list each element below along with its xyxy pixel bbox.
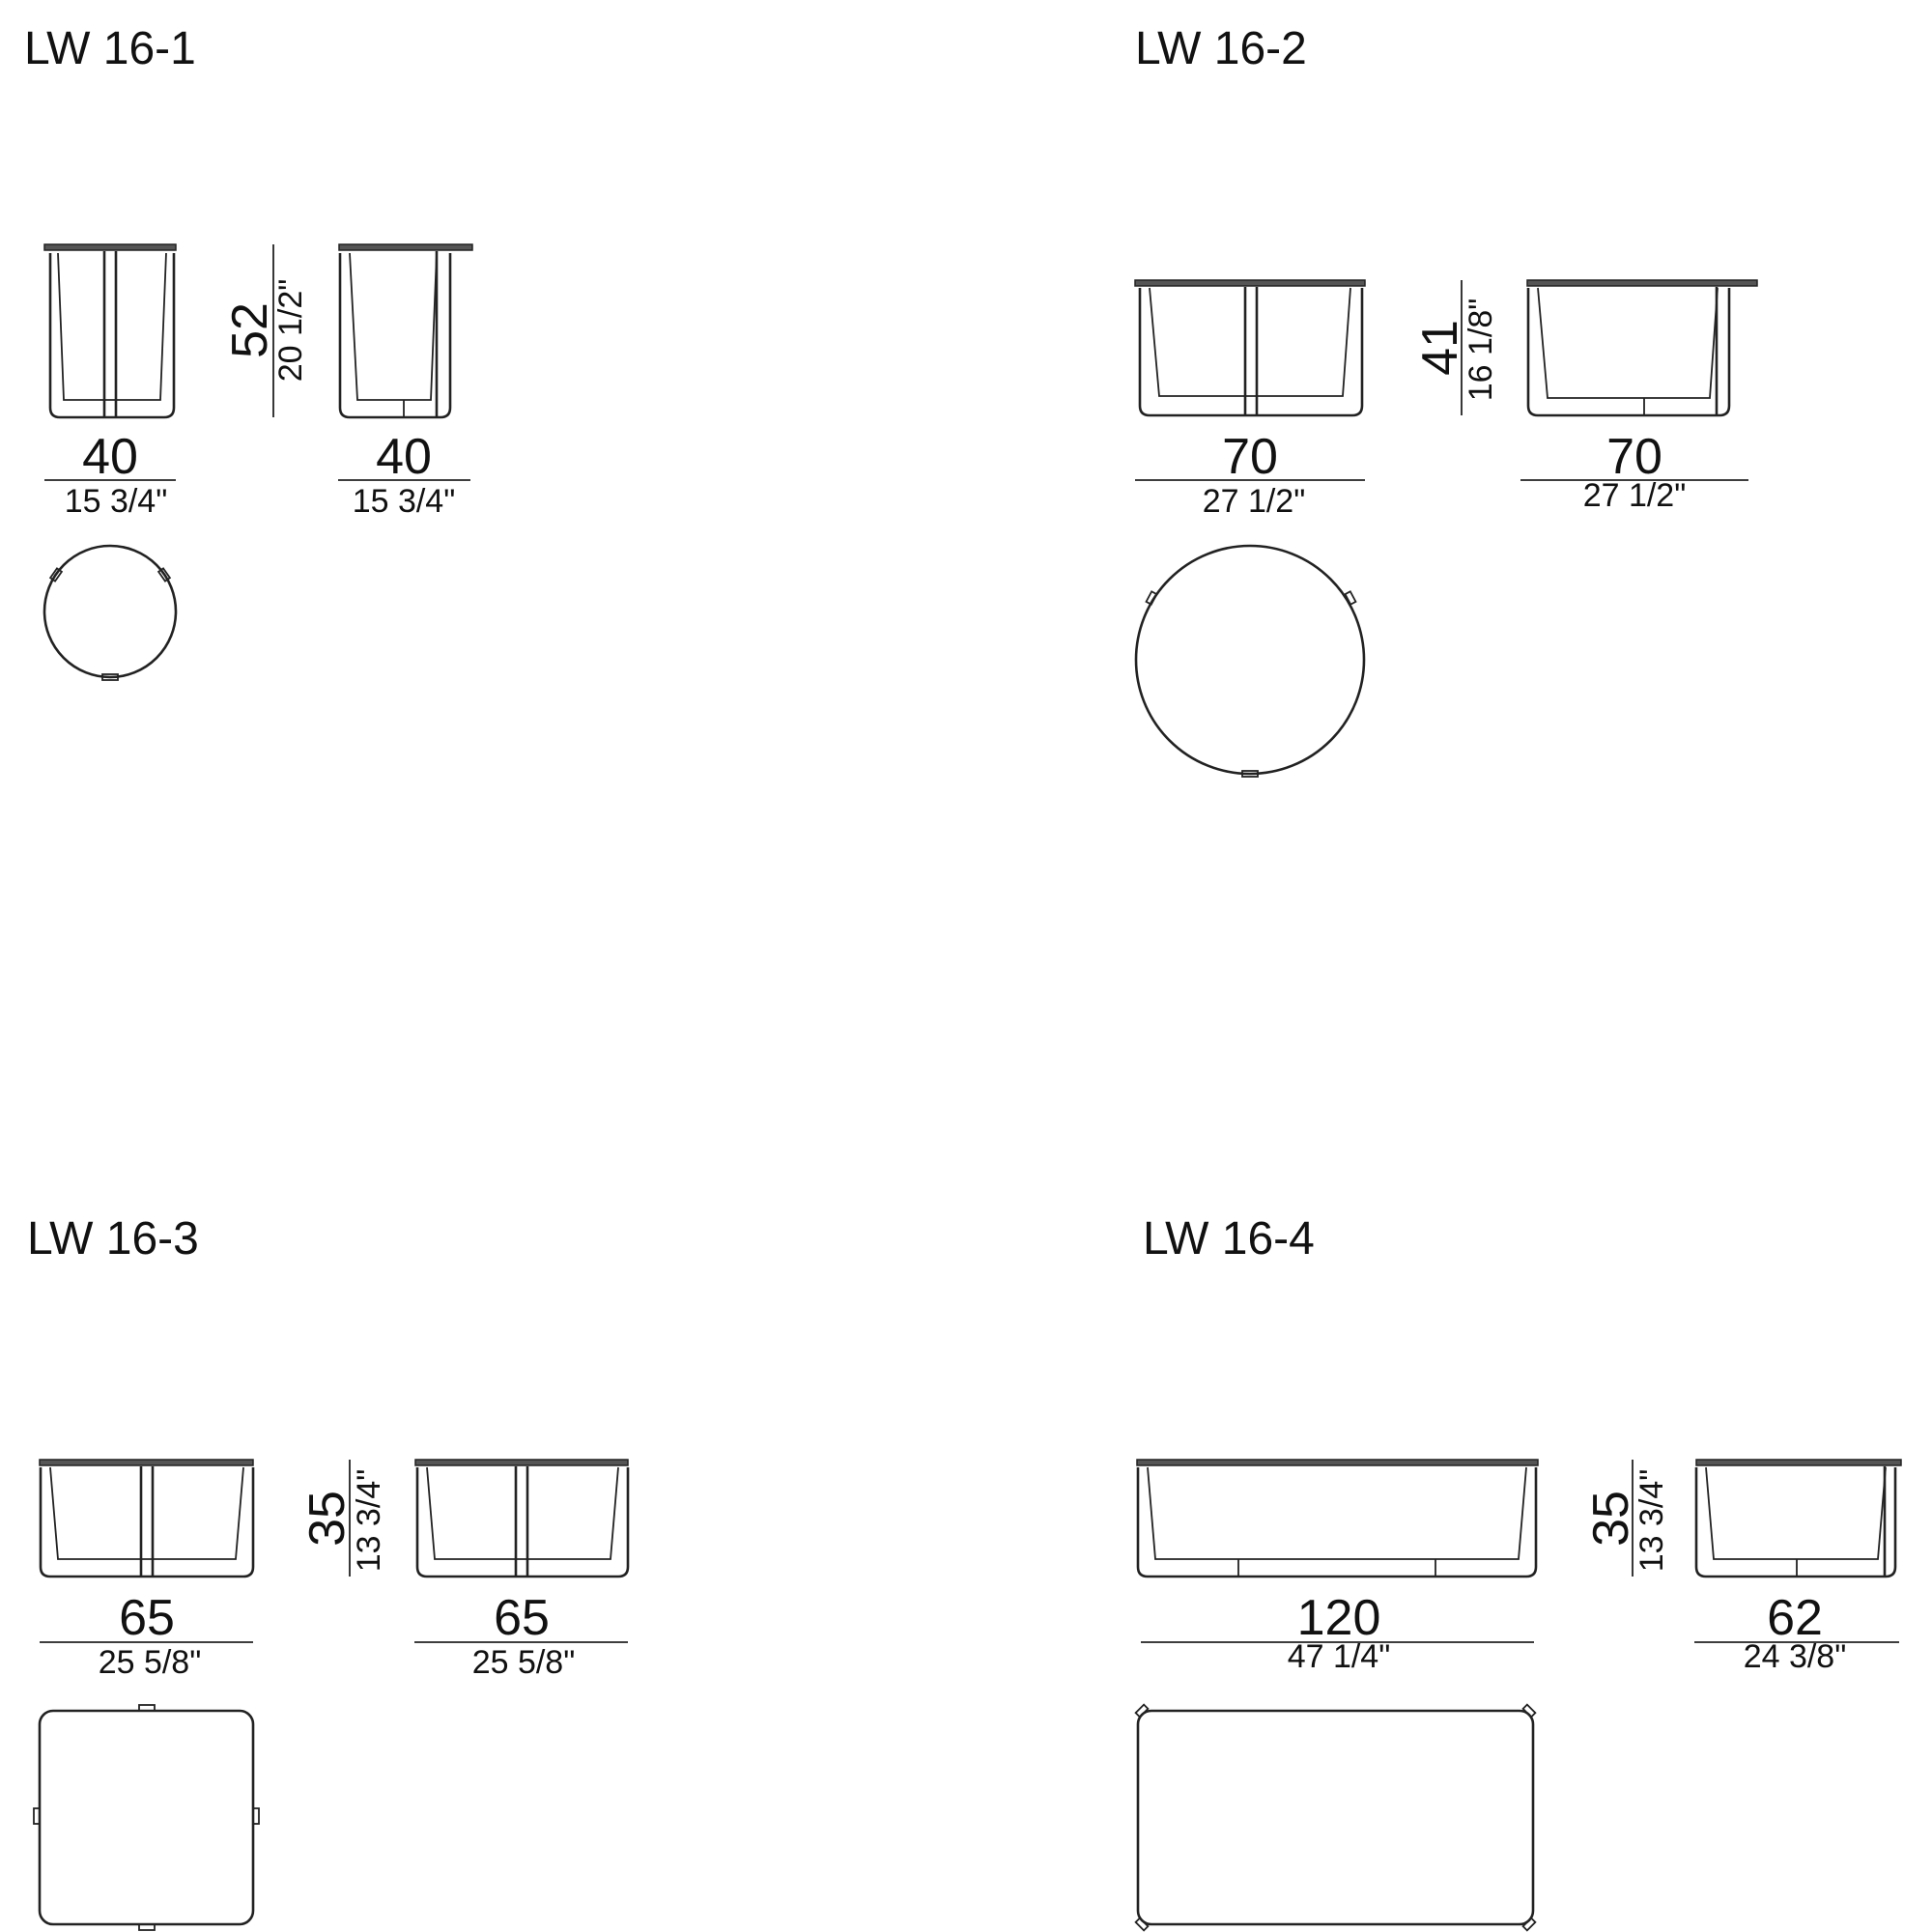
- width-cm: 40: [82, 429, 138, 485]
- frame-outline: [48, 253, 176, 419]
- height-cm: 35: [299, 1491, 355, 1547]
- table-top: [338, 243, 473, 251]
- leg-tab: [1521, 1917, 1537, 1932]
- inner-frame: [1537, 287, 1719, 399]
- leg-tab: [252, 1807, 260, 1825]
- round-top: [43, 544, 178, 679]
- leg-tab: [1521, 1703, 1537, 1719]
- product-lw16-3: LW 16-3 65 25 5/8" 35 13 3/4" 65 25 5/8": [27, 1213, 630, 1931]
- frame-outline: [1526, 288, 1731, 417]
- height-in: 20 1/2": [272, 279, 309, 383]
- plan-view: [1134, 1703, 1537, 1932]
- plan-view: [43, 544, 178, 681]
- width-in: 25 5/8": [99, 1644, 202, 1681]
- frame-outline: [39, 1467, 255, 1578]
- side-elevation: [414, 1459, 630, 1578]
- front-elevation: [1134, 279, 1366, 417]
- inner-frame: [426, 1466, 619, 1560]
- round-top: [1134, 544, 1366, 776]
- depth-in: 27 1/2": [1583, 477, 1687, 514]
- height-in: 16 1/8": [1463, 298, 1499, 402]
- height-cm: 41: [1412, 320, 1468, 376]
- side-elevation: [338, 243, 473, 419]
- front-elevation: [39, 1459, 255, 1578]
- leg-tab: [1134, 1917, 1150, 1932]
- leg-tab: [1145, 590, 1158, 606]
- product-code: LW 16-3: [27, 1213, 199, 1264]
- product-lw16-2: LW 16-2 70 27 1/2" 41 16 1/8" 70 27 1/2": [1134, 23, 1758, 778]
- inner-frame: [1147, 1466, 1527, 1560]
- product-code: LW 16-4: [1143, 1213, 1315, 1264]
- depth-cm: 40: [376, 429, 432, 485]
- depth-cm: 65: [494, 1590, 550, 1646]
- frame-outline: [1138, 288, 1364, 417]
- product-lw16-4: LW 16-4 120 47 1/4" 35 13 3/4" 62 24 3/8…: [1134, 1213, 1902, 1932]
- table-top: [39, 1459, 254, 1466]
- depth-in: 15 3/4": [353, 483, 456, 520]
- plan-view: [1134, 544, 1366, 778]
- inner-frame: [349, 252, 438, 401]
- product-code: LW 16-1: [24, 23, 196, 74]
- width-cm: 65: [119, 1590, 175, 1646]
- depth-in: 24 3/8": [1744, 1638, 1847, 1675]
- depth-cm: 70: [1606, 429, 1662, 485]
- width-in: 15 3/4": [65, 483, 168, 520]
- table-top: [414, 1459, 629, 1466]
- frame-outline: [338, 253, 452, 419]
- center-leg: [102, 251, 118, 417]
- width-in: 47 1/4": [1288, 1638, 1391, 1675]
- leg-tab: [33, 1807, 41, 1825]
- front-elevation: [1136, 1459, 1539, 1578]
- inner-frame: [49, 1466, 244, 1560]
- table-top: [43, 243, 177, 251]
- frame-outline: [1136, 1467, 1538, 1578]
- side-elevation: [1526, 279, 1758, 417]
- inner-frame: [1705, 1466, 1887, 1560]
- inner-frame: [57, 252, 167, 401]
- leg-tab: [1134, 1703, 1150, 1719]
- table-top: [1526, 279, 1758, 287]
- leg-tab: [1241, 770, 1259, 778]
- side-elevation: [1694, 1459, 1902, 1578]
- inner-frame: [1149, 287, 1351, 397]
- leg-tab: [156, 567, 172, 582]
- center-leg: [514, 1466, 529, 1577]
- leg-tab: [138, 1704, 156, 1712]
- height-cm: 35: [1583, 1491, 1639, 1547]
- height-cm: 52: [222, 302, 278, 358]
- table-top: [1695, 1459, 1902, 1466]
- product-lw16-1: LW 16-1 40 15 3/4" 52 20 1/2" 40 15 3/4": [24, 23, 473, 681]
- center-leg: [1243, 287, 1259, 415]
- height-in: 13 3/4": [351, 1469, 387, 1573]
- leg-tab: [48, 567, 64, 582]
- height-in: 13 3/4": [1634, 1469, 1670, 1573]
- frame-outline: [1694, 1467, 1897, 1578]
- table-top: [1136, 1459, 1539, 1466]
- rectangular-top: [1136, 1709, 1535, 1926]
- center-leg: [139, 1466, 155, 1577]
- width-cm: 120: [1297, 1590, 1381, 1646]
- width-cm: 70: [1222, 429, 1278, 485]
- product-code: LW 16-2: [1135, 23, 1307, 74]
- leg-tab: [1344, 590, 1357, 606]
- table-top: [1134, 279, 1366, 287]
- width-in: 27 1/2": [1203, 483, 1306, 520]
- frame-outline: [415, 1467, 630, 1578]
- leg-tab: [101, 673, 119, 681]
- depth-in: 25 5/8": [472, 1644, 576, 1681]
- plan-view: [33, 1704, 260, 1931]
- front-elevation: [43, 243, 177, 419]
- depth-cm: 62: [1767, 1590, 1823, 1646]
- square-top: [38, 1709, 255, 1926]
- leg-tab: [138, 1923, 156, 1931]
